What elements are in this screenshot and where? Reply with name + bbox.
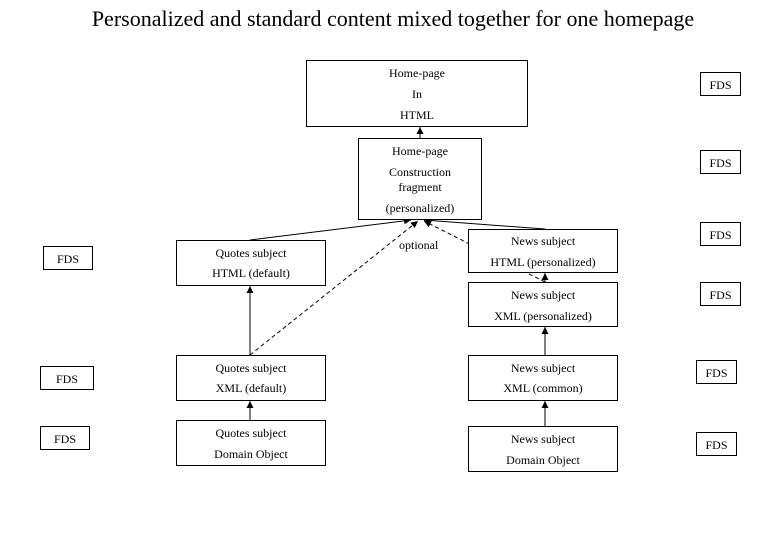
box-line: XML (common) bbox=[503, 381, 583, 395]
box-line: (personalized) bbox=[385, 201, 455, 215]
homepage-html-box: Home-page In HTML bbox=[306, 60, 528, 127]
fds-box: FDS bbox=[700, 282, 741, 306]
arrow-quotes-html-to-fragment bbox=[249, 217, 412, 241]
box-line: Home-page bbox=[389, 66, 445, 80]
fds-box: FDS bbox=[700, 72, 741, 96]
box-line: Domain Object bbox=[214, 447, 288, 461]
quotes-domain-box: Quotes subject Domain Object bbox=[176, 420, 326, 466]
box-line: Construction bbox=[389, 165, 451, 179]
box-line: Quotes subject bbox=[215, 246, 287, 260]
fds-box: FDS bbox=[40, 366, 94, 390]
box-line: Quotes subject bbox=[215, 361, 287, 375]
box-line: Domain Object bbox=[506, 453, 580, 467]
box-line: In bbox=[412, 87, 422, 101]
fds-box: FDS bbox=[696, 360, 737, 384]
box-line: XML (default) bbox=[215, 381, 287, 395]
arrow-optional-quotes-xml-to-fragment bbox=[249, 220, 419, 356]
box-line: News subject bbox=[510, 234, 576, 248]
news-xml-personalized-box: News subject XML (personalized) bbox=[468, 282, 618, 327]
box-line: XML (personalized) bbox=[494, 309, 592, 323]
box-line: HTML (default) bbox=[212, 266, 290, 280]
optional-label: optional bbox=[399, 238, 439, 252]
diagram-title: Personalized and standard content mixed … bbox=[91, 6, 695, 31]
quotes-html-box: Quotes subject HTML (default) bbox=[176, 240, 326, 286]
box-line: fragment bbox=[398, 180, 442, 194]
news-xml-common-box: News subject XML (common) bbox=[468, 355, 618, 401]
quotes-xml-box: Quotes subject XML (default) bbox=[176, 355, 326, 401]
construction-fragment-box: Home-page Construction fragment (persona… bbox=[358, 138, 482, 220]
fds-box: FDS bbox=[40, 426, 90, 450]
box-line: News subject bbox=[510, 288, 576, 302]
fds-box: FDS bbox=[700, 150, 741, 174]
box-line: Quotes subject bbox=[215, 426, 287, 440]
fds-box: FDS bbox=[43, 246, 93, 270]
news-domain-box: News subject Domain Object bbox=[468, 426, 618, 472]
news-html-box: News subject HTML (personalized) bbox=[468, 229, 618, 273]
box-line: News subject bbox=[510, 361, 576, 375]
fds-box: FDS bbox=[700, 222, 741, 246]
box-line: HTML bbox=[400, 108, 434, 122]
fds-box: FDS bbox=[696, 432, 737, 456]
box-line: News subject bbox=[510, 432, 576, 446]
box-line: Home-page bbox=[392, 144, 448, 158]
box-line: HTML (personalized) bbox=[490, 255, 596, 269]
arrow-news-html-to-fragment bbox=[423, 217, 546, 230]
